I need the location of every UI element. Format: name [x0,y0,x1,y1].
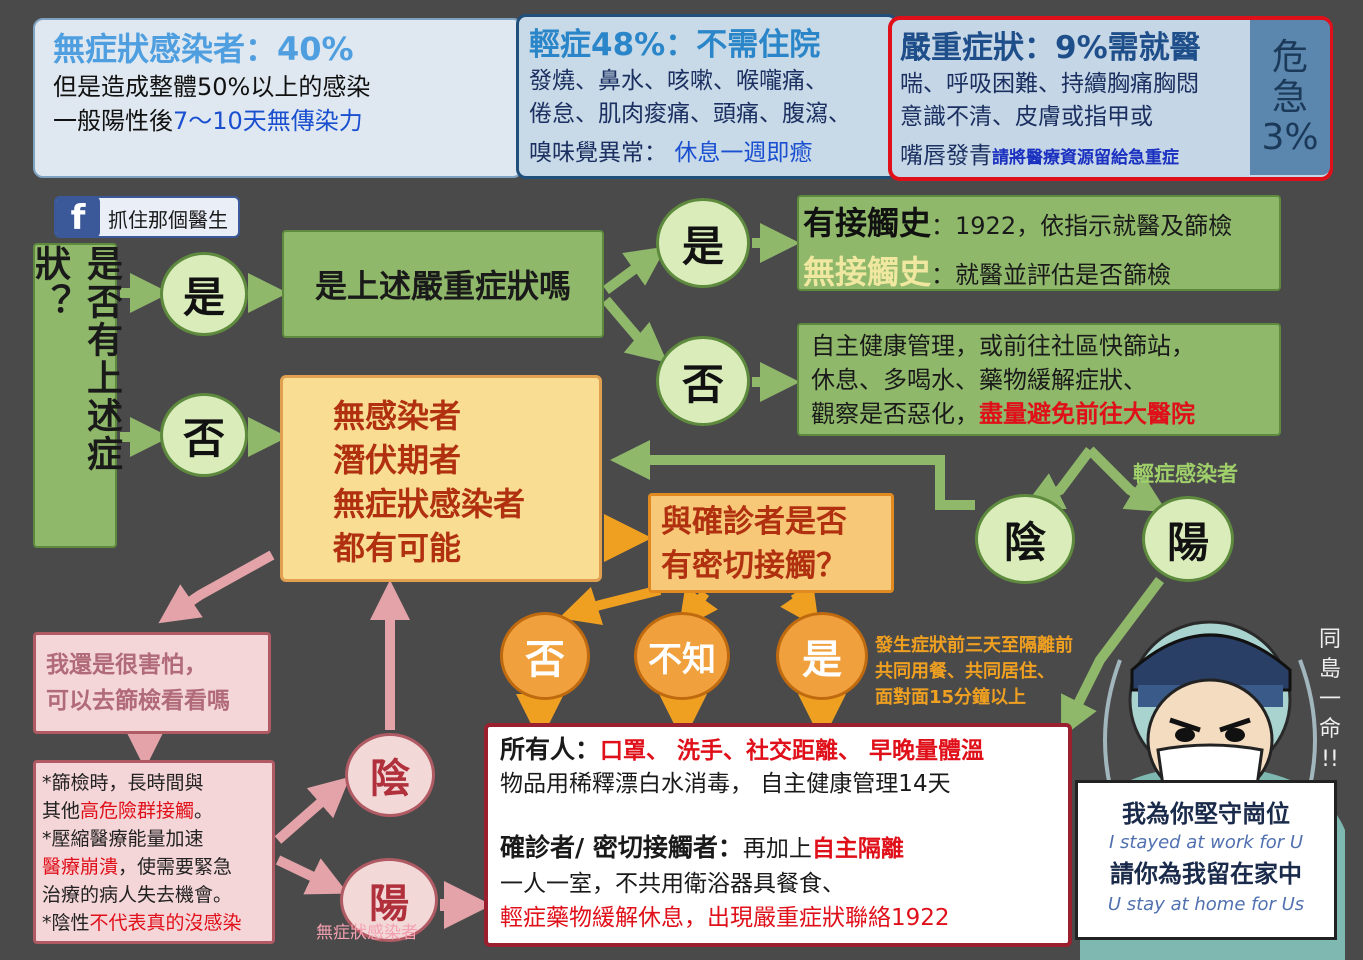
contact-unknown-circle: 不知 [634,612,730,700]
asymptomatic-panel: 無症狀感染者：40% 但是造成整體50%以上的感染 一般陽性後7～10天無傳染力 [33,18,523,178]
symptom-question-box: 是否有上述症狀？ [29,243,122,548]
mild-line3: 嗅味覺異常： 休息一週即癒 [529,140,813,166]
mild-infected-label: 輕症感染者 [1133,462,1238,486]
mild-panel: 輕症48%：不需住院 發燒、鼻水、咳嗽、喉嚨痛、 倦怠、肌肉痠痛、頭痛、腹瀉、 … [516,14,898,179]
arrow [602,296,668,363]
negative-circle: 陰 [975,494,1075,584]
contact-no-circle: 否 [500,612,590,700]
severe-question-box: 是上述嚴重症狀嗎 [282,230,604,338]
arrow [1022,447,1094,509]
mild-line2: 倦怠、肌肉痠痛、頭痛、腹瀉、 [529,101,851,127]
arrow [158,550,275,624]
self-management-box: 自主健康管理，或前往社區快篩站， 休息、多喝水、藥物緩解症狀、 觀察是否惡化，盡… [797,323,1281,436]
severe-line2: 意識不清、皮膚或指甲或 [900,104,1153,130]
facebook-icon: f [56,196,100,238]
arrow [610,440,975,510]
signature: 同 島 一 命 !! [1318,627,1341,772]
arrow [678,586,718,631]
facebook-tag[interactable]: f 抓住那個醫生 [54,196,240,238]
symptom-question: 是否有上述症狀？ [29,245,122,473]
severe-line1: 喘、呼吸困難、持續胸痛胸悶 [900,71,1199,97]
severe-line3: 嘴唇發青請將醫療資源留給急重症 [900,143,1179,169]
severe-question: 是上述嚴重症狀嗎 [314,267,571,305]
precautions-box: 所有人：口罩、 洗手、社交距離、 早晚量體溫 物品用稀釋漂白水消毒， 自主健康管… [484,723,1072,947]
severe-no-circle: 否 [656,336,750,426]
contact-history-box: 有接觸史：1922，依指示就醫及篩檢 無接觸史：就醫並評估是否篩檢 [797,195,1281,291]
facebook-page-name: 抓住那個醫生 [108,208,228,232]
mild-line1: 發燒、鼻水、咳嗽、喉嚨痛、 [529,68,828,94]
arrow [1086,446,1168,513]
severe-title: 嚴重症狀：9%需就醫 [900,30,1201,66]
asymptomatic-line2: 一般陽性後7～10天無傳染力 [53,107,363,135]
asymptomatic-title: 無症狀感染者：40% [53,30,354,68]
screen-negative-circle: 陰 [345,733,435,817]
screen-positive-circle: 陽 [340,858,438,942]
arrow [780,584,820,629]
arrow [274,776,351,844]
arrow [275,855,349,895]
screening-notes: *篩檢時，長時間與 其他高危險群接觸。 *壓縮醫療能量加速 醫療崩潰，使需要緊急… [33,760,275,944]
arrow [558,585,662,625]
no-circle: 否 [160,393,248,477]
positive-circle: 陽 [1142,496,1234,582]
asymptomatic-infected-label: 無症狀感染者 [316,923,418,943]
asymptomatic-line1: 但是造成整體50%以上的感染 [53,73,371,101]
possibility-box: 無感染者 潛伏期者 無症狀感染者 都有可能 [280,375,602,582]
contact-yes-circle: 是 [776,612,868,700]
close-contact-definition: 發生症狀前三天至隔離前 共同用餐、共同居住、 面對面15分鐘以上 [875,635,1073,708]
doctor-sign: 我為你堅守崗位 I stayed at work for U 請你為我留在家中 … [1075,780,1337,940]
yes-circle: 是 [160,252,248,336]
arrow [603,246,667,295]
scared-question-box: 我還是很害怕， 可以去篩檢看看嗎 [33,632,271,734]
close-contact-question: 與確診者是否 有密切接觸？ [648,493,894,593]
mild-title: 輕症48%：不需住院 [529,27,821,63]
severe-yes-circle: 是 [656,198,750,288]
arrow [1061,577,1164,738]
